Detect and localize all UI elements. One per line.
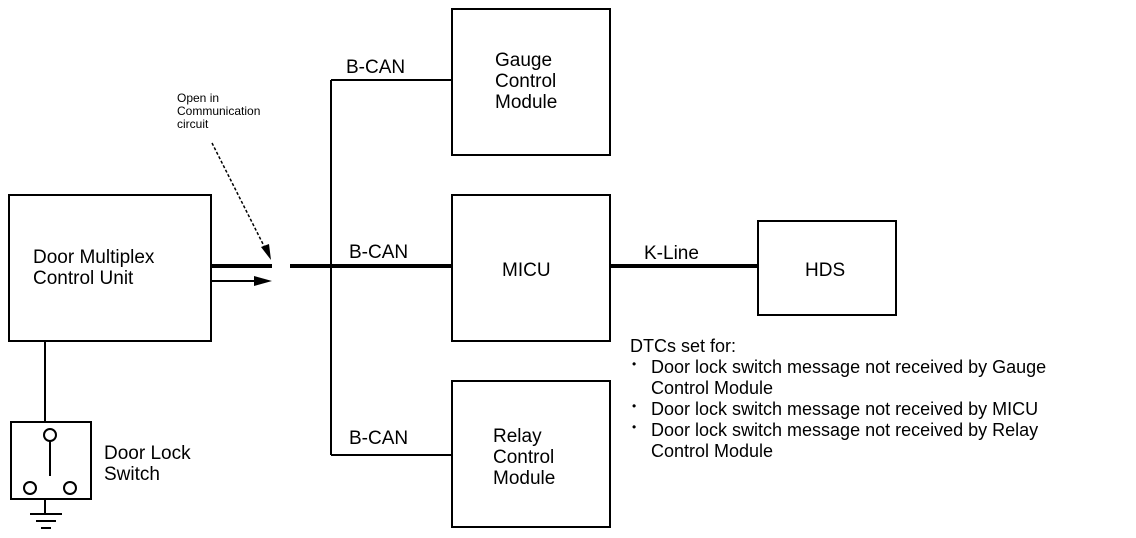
relay-control-module-label: Relay Control Module <box>493 426 556 489</box>
b-can-label-bottom: B-CAN <box>349 428 409 449</box>
annotation-leader <box>211 142 267 251</box>
dtc-title: DTCs set for: <box>630 336 737 356</box>
signal-arrowhead <box>254 276 272 286</box>
relay-control-module <box>451 380 611 528</box>
switch-contact <box>23 481 37 495</box>
b-can-label-middle: B-CAN <box>349 242 409 263</box>
hds <box>757 220 897 316</box>
gauge-control-module <box>451 8 611 156</box>
door-multiplex-control-unit <box>8 194 212 342</box>
door-lock-switch-label: Door Lock Switch <box>104 443 191 485</box>
door-lock-switch-box <box>10 421 92 500</box>
annotation-arrowhead <box>261 244 271 260</box>
open-circuit-annotation: Open in Communication circuit <box>177 91 261 131</box>
hds-label: HDS <box>805 260 846 281</box>
door-multiplex-label: Door Multiplex Control Unit <box>33 247 155 289</box>
switch-contact <box>63 481 77 495</box>
dtc-list: DTCs set for: Door lock switch message n… <box>630 336 1130 462</box>
dtc-item: Door lock switch message not received by… <box>630 417 1130 462</box>
b-can-label-top: B-CAN <box>346 57 406 78</box>
dtc-item: Door lock switch message not received by… <box>630 396 1130 420</box>
micu-label: MICU <box>502 260 551 281</box>
gauge-control-module-label: Gauge Control Module <box>495 50 558 113</box>
micu <box>451 194 611 342</box>
dtc-item: Door lock switch message not received by… <box>630 354 1130 399</box>
k-line-label: K-Line <box>644 243 699 264</box>
